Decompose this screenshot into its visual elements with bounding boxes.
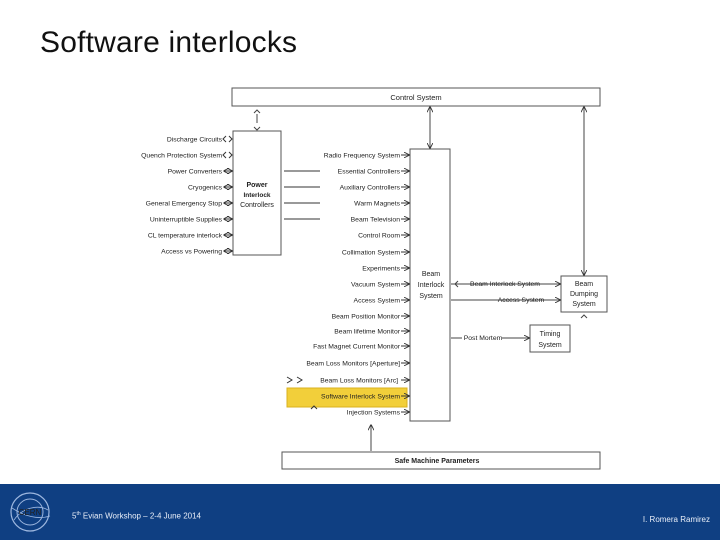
- interlock-diagram: Control System Power Interlock Controlle…: [141, 87, 608, 470]
- right-input-label: Radio Frequency System: [324, 153, 401, 160]
- right-input-label: Warm Magnets: [354, 201, 400, 208]
- right-input-label: Injection Systems: [347, 410, 401, 417]
- left-input-label: Access vs Powering: [161, 249, 222, 256]
- right-input-label: Fast Magnet Current Monitor: [313, 344, 401, 351]
- safe-machine-label: Safe Machine Parameters: [395, 458, 480, 465]
- beam-dumping-box: [560, 275, 608, 313]
- footer-bar: CERN 5th Evian Workshop – 2-4 June 2014 …: [0, 484, 720, 540]
- footer-workshop-sup: th: [76, 511, 81, 517]
- beam-dumping-label-2: Dumping: [570, 291, 598, 298]
- blm-aperture-arrow: [286, 376, 293, 384]
- left-input-label: General Emergency Stop: [146, 201, 223, 208]
- right-input-label: Beam Television: [351, 217, 401, 224]
- beam-interlock-box: [409, 148, 451, 422]
- timing-system-label-1: Timing: [540, 331, 561, 338]
- beam-interlock-label-3: System: [419, 293, 443, 300]
- beam-interlock-label-1: Beam: [422, 271, 440, 278]
- timing-system-box: [529, 324, 571, 353]
- power-interlock-label-3: Controllers: [240, 202, 274, 209]
- right-input-label: Auxiliary Controllers: [340, 185, 401, 192]
- left-input-label: Quench Protection System: [141, 153, 222, 160]
- right-input-label: Experiments: [362, 266, 400, 273]
- right-input-label: Beam lifetime Monitor: [334, 329, 400, 336]
- structural-connectors: [253, 107, 588, 451]
- left-input-label: Power Converters: [168, 169, 223, 176]
- edge-label-post-mortem: Post Mortem: [464, 335, 503, 342]
- software-interlock-chevron: [310, 405, 318, 410]
- power-interlock-label-1: Power: [246, 182, 267, 189]
- edge-label-bis-to-dump: Beam Interlock System: [470, 281, 540, 288]
- right-input-label: Vacuum System: [351, 282, 400, 289]
- footer-workshop-num: 5: [72, 511, 77, 521]
- left-input-label: Uninterruptible Supplies: [150, 217, 223, 224]
- power-interlock-label-2: Interlock: [243, 192, 270, 199]
- edge-label-access-to-dump: Access System: [498, 297, 545, 304]
- slide-title: Software interlocks: [40, 26, 298, 59]
- beam-dumping-label-3: System: [572, 301, 596, 308]
- right-input-label: Software Interlock System: [321, 394, 400, 401]
- blm-arc-arrow: [296, 376, 303, 384]
- right-input-label: Beam Loss Monitors [Arc]: [320, 378, 398, 385]
- footer-workshop: 5th Evian Workshop – 2-4 June 2014: [72, 511, 201, 521]
- safe-machine-box: [281, 451, 601, 470]
- svg-text:CERN: CERN: [19, 508, 42, 517]
- beam-interlock-label-2: Interlock: [418, 282, 445, 289]
- timing-system-label-2: System: [538, 342, 562, 349]
- left-input-connector: [222, 135, 227, 143]
- right-input-label: Access System: [354, 298, 401, 305]
- right-input-label: Control Room: [358, 233, 400, 240]
- left-input-label: Discharge Circuits: [167, 137, 223, 144]
- control-system-box: [231, 87, 601, 107]
- right-input-label: Essential Controllers: [338, 169, 401, 176]
- right-input-label: Beam Loss Monitors [Aperture]: [306, 361, 400, 368]
- left-input-arrowhead: [228, 151, 233, 159]
- control-system-label: Control System: [390, 93, 441, 102]
- right-input-label: Beam Position Monitor: [332, 314, 401, 321]
- cern-logo-icon: CERN: [10, 492, 51, 532]
- footer-author: I. Romera Ramirez: [642, 515, 710, 524]
- left-input-arrowhead: [228, 135, 233, 143]
- right-input-label: Collimation System: [342, 250, 401, 257]
- left-input-label: Cryogenics: [188, 185, 223, 192]
- footer-workshop-text: Evian Workshop – 2-4 June 2014: [82, 511, 202, 521]
- power-interlock-box: [232, 130, 282, 256]
- left-input-label: CL temperature interlock: [148, 233, 223, 240]
- left-input-connector: [222, 151, 227, 159]
- beam-dumping-label-1: Beam: [575, 281, 593, 288]
- post-mortem-label-bg: [462, 333, 502, 343]
